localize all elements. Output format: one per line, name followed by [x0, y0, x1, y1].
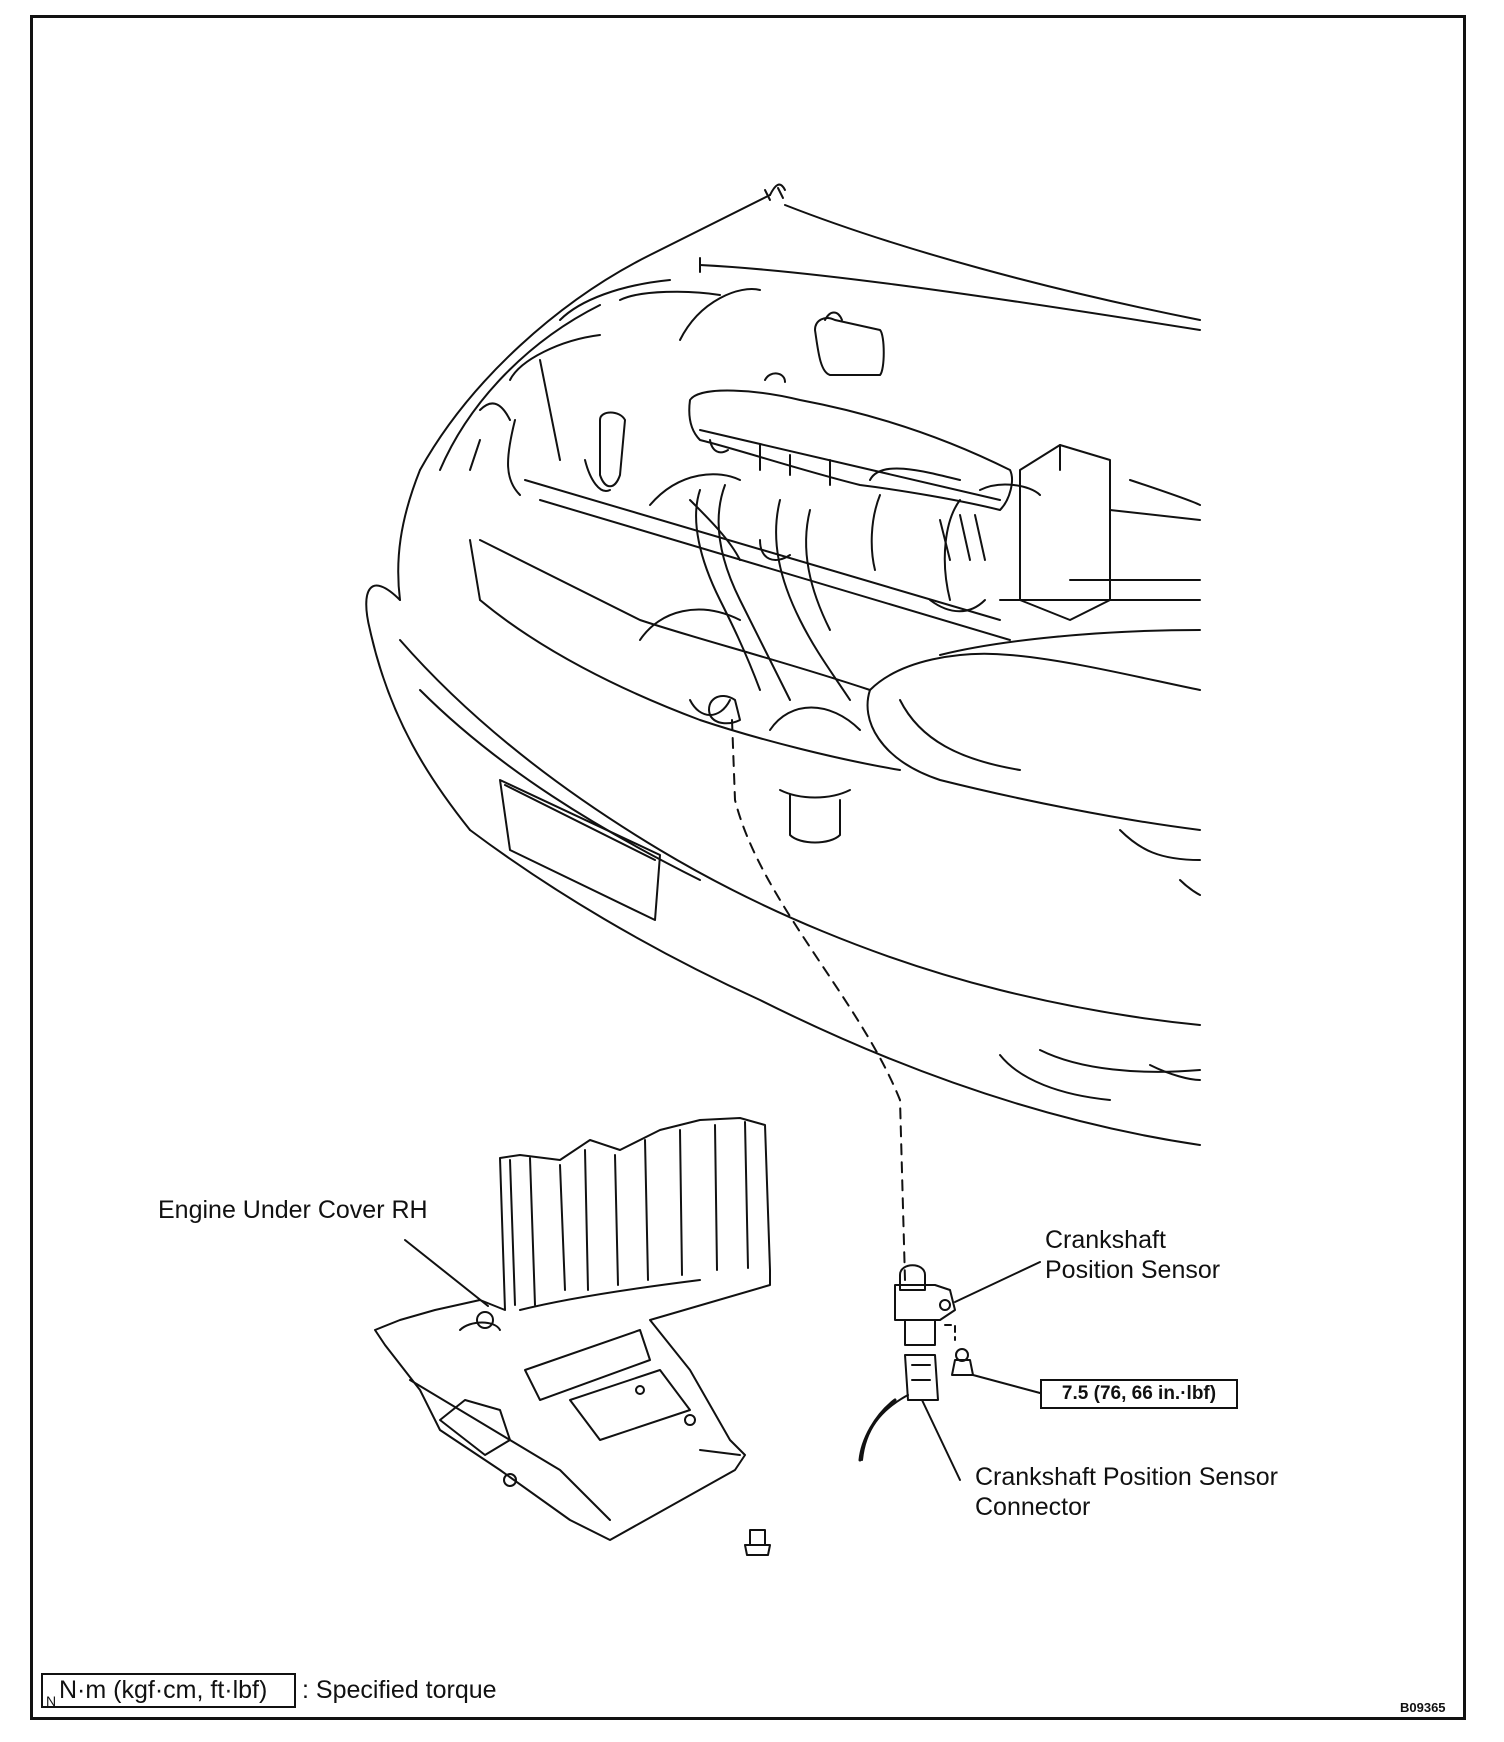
connector-label-line2: Connector	[975, 1493, 1091, 1521]
hood-outline	[419, 183, 1201, 471]
figure-code: B09365	[1400, 1700, 1446, 1715]
crankshaft-position-sensor	[894, 1264, 974, 1376]
connector-label-line1: Crankshaft Position Sensor	[975, 1463, 1278, 1491]
front-bumper	[365, 539, 1201, 1146]
under-cover-bolt	[744, 1529, 771, 1556]
torque-leader-line	[972, 1374, 1041, 1394]
engine-under-cover-label: Engine Under Cover RH	[158, 1196, 428, 1224]
engine-under-cover-rh	[374, 1117, 771, 1556]
sensor-leader-line	[954, 1261, 1041, 1303]
engine-bay	[397, 279, 1201, 844]
diagram-frame	[30, 15, 1466, 1720]
crankshaft-sensor-label-line2: Position Sensor	[1045, 1256, 1221, 1284]
legend-units: N·m (kgf·cm, ft·lbf)	[59, 1676, 268, 1704]
legend-n-mark: N	[46, 1693, 57, 1709]
torque-legend-box: N N·m (kgf·cm, ft·lbf)	[41, 1673, 296, 1709]
torque-spec-box: 7.5 (76, 66 in.·lbf)	[1040, 1379, 1238, 1409]
crankshaft-sensor-label-line1: Crankshaft	[1045, 1226, 1166, 1254]
sensor-location-dashed-line	[731, 719, 906, 1281]
crankshaft-position-sensor-connector	[858, 1354, 939, 1462]
under-cover-leader-line	[404, 1239, 489, 1307]
connector-leader-line	[921, 1399, 961, 1481]
legend-description: : Specified torque	[302, 1676, 497, 1704]
